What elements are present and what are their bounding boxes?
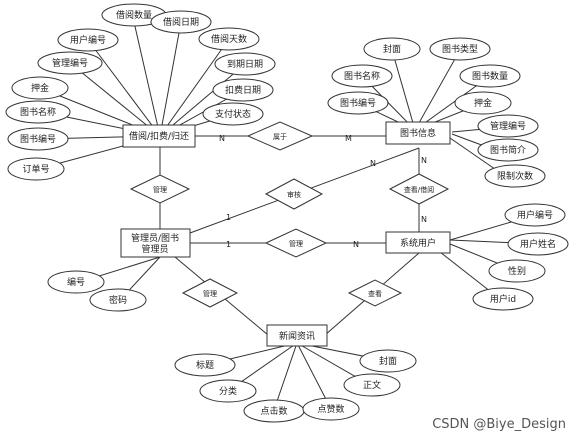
rel-belongs: 属于 (273, 133, 287, 141)
attr-user-3: 用户id (490, 293, 516, 305)
card-audit-admin: 1 (226, 213, 231, 222)
attr-borrow-7: 扣费日期 (225, 84, 261, 96)
card-audit-book: N (370, 159, 376, 168)
relationship-diamonds (129, 121, 450, 308)
attr-book-6: 管理编号 (490, 120, 526, 132)
attr-news-2: 分类 (219, 385, 237, 397)
attr-borrow-9: 支付状态 (215, 108, 251, 120)
attr-book-1: 图书类型 (442, 43, 478, 55)
rel-manage-mid: 管理 (289, 239, 303, 248)
rel-manage-news: 管理 (203, 289, 217, 298)
attr-borrow-6: 押金 (31, 82, 49, 94)
rel-view-news: 查看 (368, 289, 382, 298)
attr-borrow-4: 借阅天数 (211, 33, 247, 45)
card-belongs-book: M (345, 134, 352, 143)
rel-manage-left: 管理 (153, 185, 167, 194)
card-book-view: N (421, 156, 427, 165)
attr-user-1: 用户姓名 (520, 238, 556, 250)
card-manage-user: N (353, 240, 359, 249)
card-admin-manage: 1 (226, 240, 231, 249)
attr-borrow-3: 管理编号 (52, 57, 88, 69)
entity-news: 新闻资讯 (279, 330, 315, 342)
attr-borrow-1: 用户编号 (70, 34, 106, 46)
attr-news-1: 封面 (379, 355, 397, 367)
attr-book-0: 封面 (383, 43, 401, 55)
attr-news-5: 点赞数 (317, 403, 344, 415)
attr-book-4: 图书编号 (340, 97, 376, 109)
entity-boxes (120, 121, 451, 347)
entity-user: 系统用户 (400, 237, 436, 249)
entity-admin-line2: 管理员 (141, 243, 168, 255)
attr-user-2: 性别 (508, 265, 526, 277)
attr-news-3: 正文 (363, 379, 381, 391)
attr-book-3: 图书数量 (472, 70, 508, 82)
attr-news-0: 标题 (196, 359, 214, 371)
attr-book-8: 限制次数 (497, 170, 533, 182)
rel-view-borrow: 查看/借阅 (404, 185, 434, 194)
attribute-ellipses (5, 3, 569, 423)
entity-book: 图书信息 (400, 127, 436, 139)
rel-audit: 审核 (287, 190, 301, 199)
attr-borrow-8: 图书名称 (20, 106, 56, 118)
attr-book-7: 图书简介 (490, 144, 526, 156)
watermark: CSDN @Biye_Design (432, 417, 566, 432)
attr-book-2: 图书名称 (344, 70, 380, 82)
attr-borrow-11: 订单号 (22, 163, 49, 175)
attr-admin-0: 编号 (67, 276, 85, 288)
entity-admin-line1: 管理员/图书 (131, 232, 179, 244)
attr-borrow-2: 借阅日期 (163, 16, 199, 28)
card-borrow-belongs: N (219, 134, 225, 143)
attr-borrow-10: 图书编号 (20, 133, 56, 145)
attr-admin-1: 密码 (109, 294, 127, 306)
attr-borrow-5: 到期日期 (227, 58, 263, 70)
attr-news-4: 点击数 (260, 405, 287, 417)
attr-user-0: 用户编号 (517, 209, 553, 221)
entity-borrow: 借阅/扣费/归还 (129, 130, 189, 142)
attr-borrow-0: 借阅数量 (116, 9, 152, 21)
attr-book-5: 押金 (474, 97, 492, 109)
card-view-user: N (421, 215, 427, 224)
